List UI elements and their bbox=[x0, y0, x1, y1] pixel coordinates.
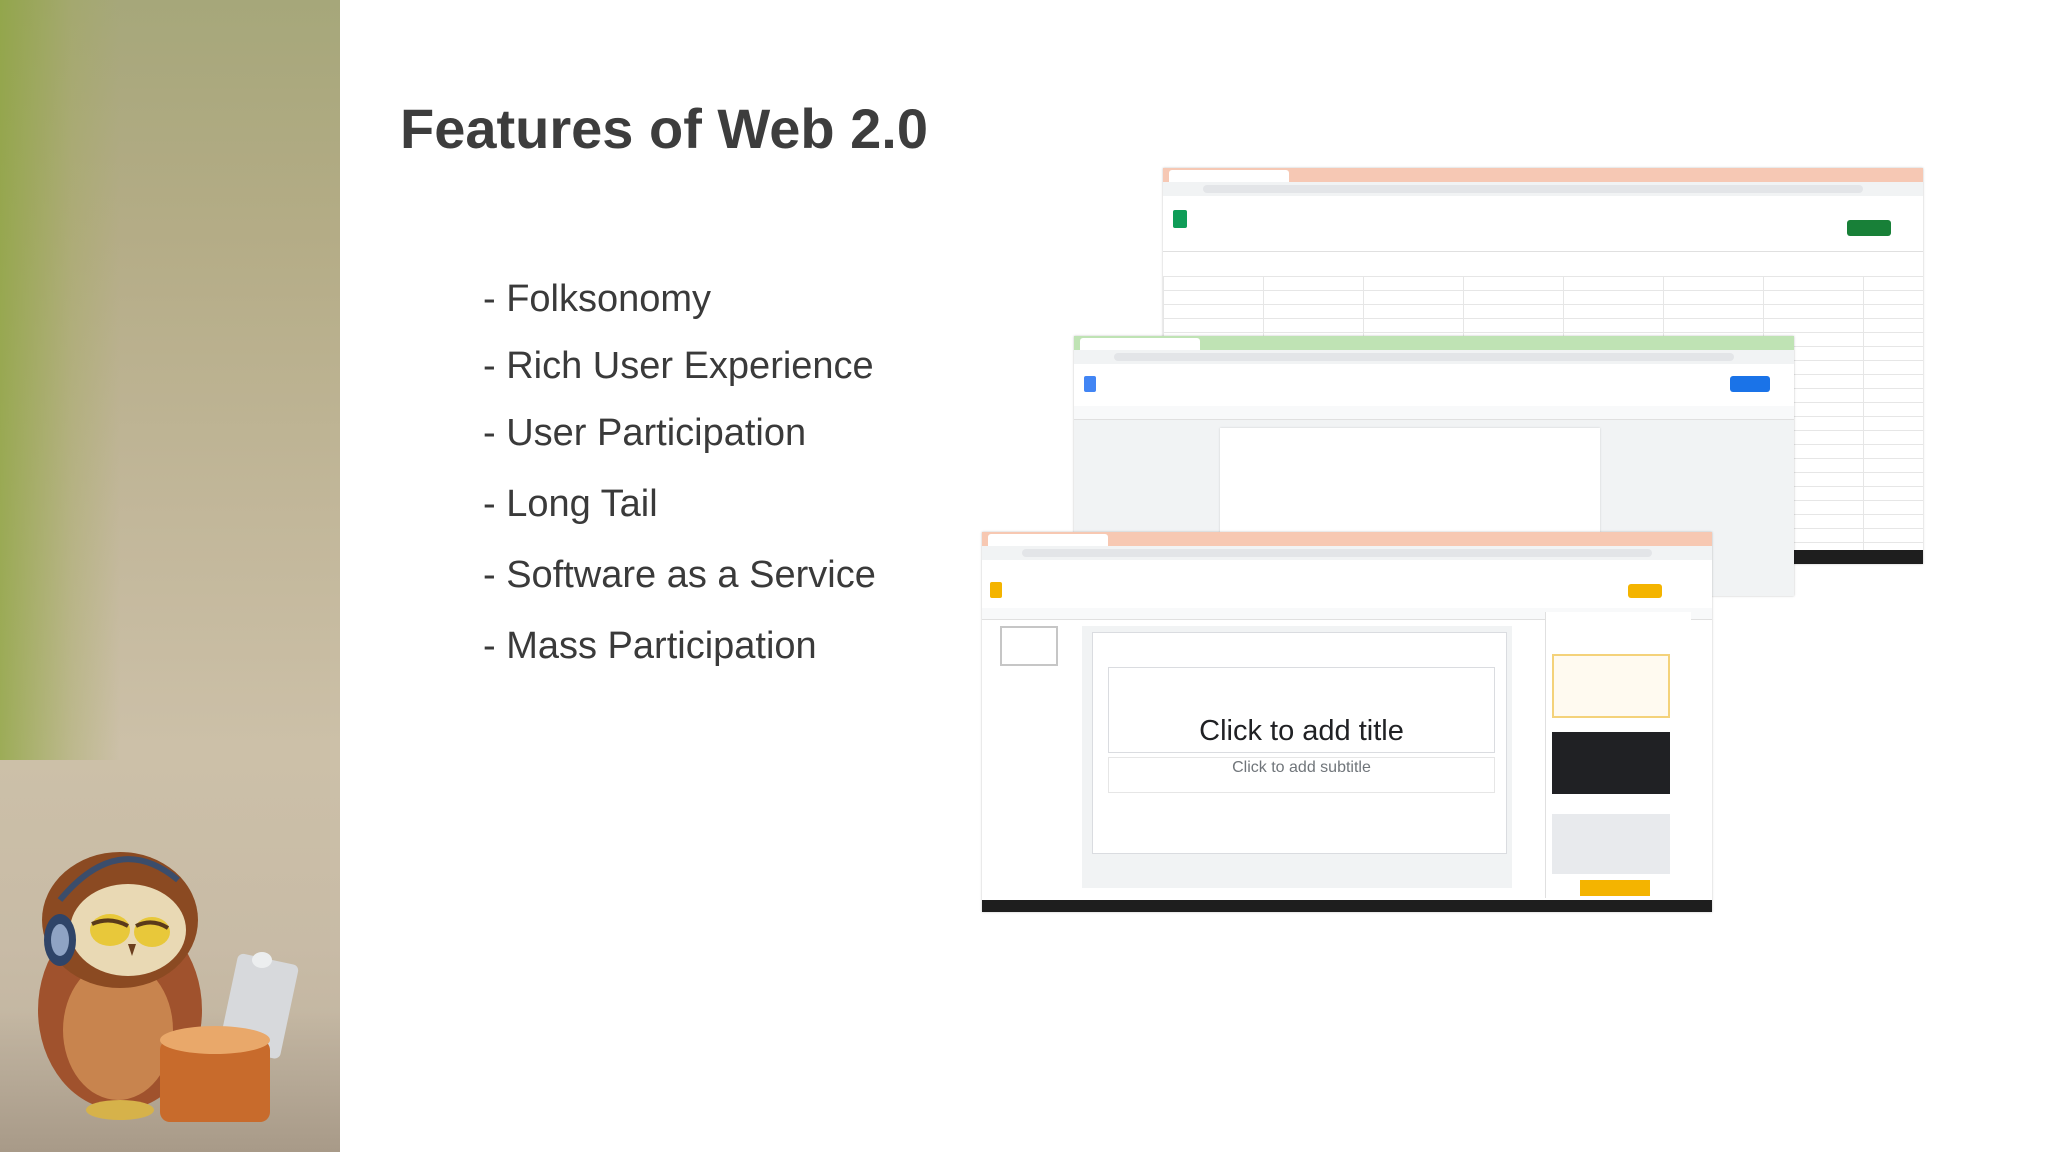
browser-tab-bar bbox=[1163, 168, 1923, 182]
sheets-icon bbox=[1173, 210, 1187, 228]
subtitle-placeholder-box bbox=[1108, 757, 1495, 793]
import-theme-button bbox=[1580, 880, 1650, 896]
address-bar bbox=[982, 546, 1712, 560]
subtitle-placeholder: Click to add subtitle bbox=[1232, 759, 1371, 776]
bullet-mass-participation: - Mass Participation bbox=[483, 625, 817, 667]
slide-title: Features of Web 2.0 bbox=[400, 97, 929, 160]
share-button bbox=[1847, 220, 1891, 236]
bullet-software-as-a-service: - Software as a Service bbox=[483, 554, 876, 596]
slide-canvas bbox=[1092, 632, 1507, 854]
owl-illustration bbox=[38, 852, 299, 1122]
theme-thumbnail bbox=[1552, 814, 1670, 874]
title-placeholder-box bbox=[1108, 667, 1495, 753]
theme-thumbnail bbox=[1552, 654, 1670, 718]
browser-tab-bar bbox=[1074, 336, 1794, 350]
windows-taskbar bbox=[1793, 550, 1923, 564]
slide-thumbnail bbox=[1000, 626, 1058, 666]
owl-figurine-photo bbox=[0, 0, 340, 1152]
slides-app-screenshot: Click to add title Click to add subtitle bbox=[982, 532, 1712, 912]
address-bar bbox=[1163, 182, 1923, 196]
theme-thumbnail bbox=[1552, 732, 1670, 794]
title-placeholder: Click to add title bbox=[1199, 715, 1404, 747]
bullet-long-tail: - Long Tail bbox=[483, 483, 658, 525]
bullet-rich-user-experience: - Rich User Experience bbox=[483, 345, 874, 387]
windows-taskbar bbox=[982, 900, 1712, 912]
bullet-user-participation: - User Participation bbox=[483, 412, 807, 454]
share-button bbox=[1628, 584, 1662, 598]
docs-toolbar bbox=[1074, 406, 1794, 420]
browser-tab-bar bbox=[982, 532, 1712, 546]
share-button bbox=[1730, 376, 1770, 392]
address-bar bbox=[1074, 350, 1794, 364]
docs-icon bbox=[1084, 376, 1096, 392]
slides-icon bbox=[990, 582, 1002, 598]
sheets-menu-bar bbox=[1163, 196, 1923, 252]
bullet-folksonomy: - Folksonomy bbox=[483, 278, 712, 320]
slides-toolbar bbox=[982, 608, 1712, 620]
